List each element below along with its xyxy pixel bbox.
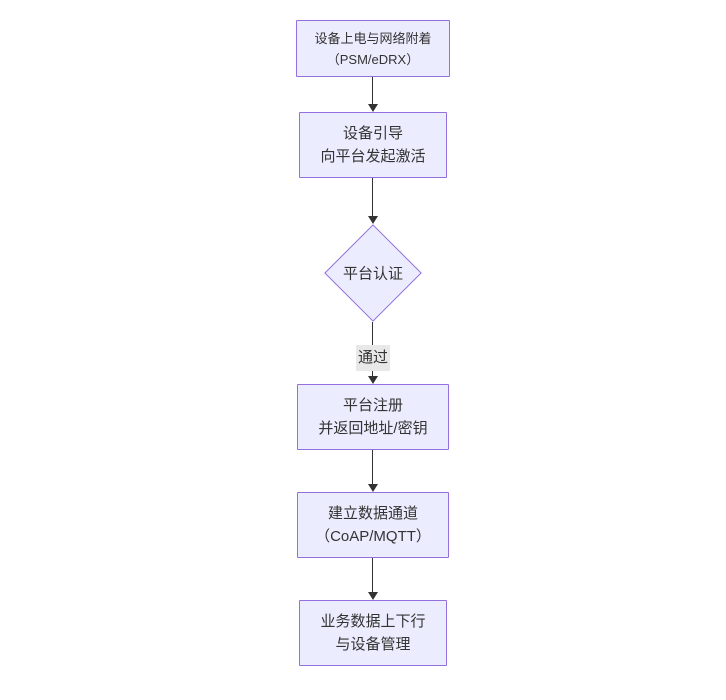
edge-line: [372, 558, 373, 592]
node-label-line: 建立数据通道: [327, 505, 418, 522]
edge-line: [372, 178, 373, 217]
node-label-line: （CoAP/MQTT）: [315, 528, 431, 545]
node-label-line: 业务数据上下行: [320, 613, 426, 630]
node-label-line: 并返回地址/密钥: [318, 420, 428, 437]
node-business-data-management: 业务数据上下行 与设备管理: [299, 600, 447, 666]
node-label-line: 与设备管理: [335, 636, 411, 653]
node-label-line: （PSM/eDRX）: [326, 51, 420, 67]
edge-label-pass: 通过: [355, 345, 391, 371]
node-label-line: 设备引导: [342, 125, 403, 142]
arrowhead-icon: [368, 216, 378, 224]
node-label-line: 平台注册: [342, 397, 403, 414]
node-label-line: 平台认证: [342, 265, 403, 283]
node-label-line: 设备上电与网络附着: [314, 30, 432, 46]
edge-line: [372, 77, 373, 105]
decision-platform-auth: 平台认证: [324, 224, 422, 322]
node-platform-register: 平台注册 并返回地址/密钥: [297, 384, 449, 450]
node-device-bootstrap: 设备引导 向平台发起激活: [299, 112, 447, 178]
node-label-line: 向平台发起激活: [320, 148, 426, 165]
arrowhead-icon: [368, 104, 378, 112]
arrowhead-icon: [368, 592, 378, 600]
arrowhead-icon: [368, 376, 378, 384]
node-power-on-network-attach: 设备上电与网络附着 （PSM/eDRX）: [296, 20, 450, 77]
edge-line: [372, 450, 373, 484]
arrowhead-icon: [368, 484, 378, 492]
node-data-channel: 建立数据通道 （CoAP/MQTT）: [297, 492, 449, 558]
